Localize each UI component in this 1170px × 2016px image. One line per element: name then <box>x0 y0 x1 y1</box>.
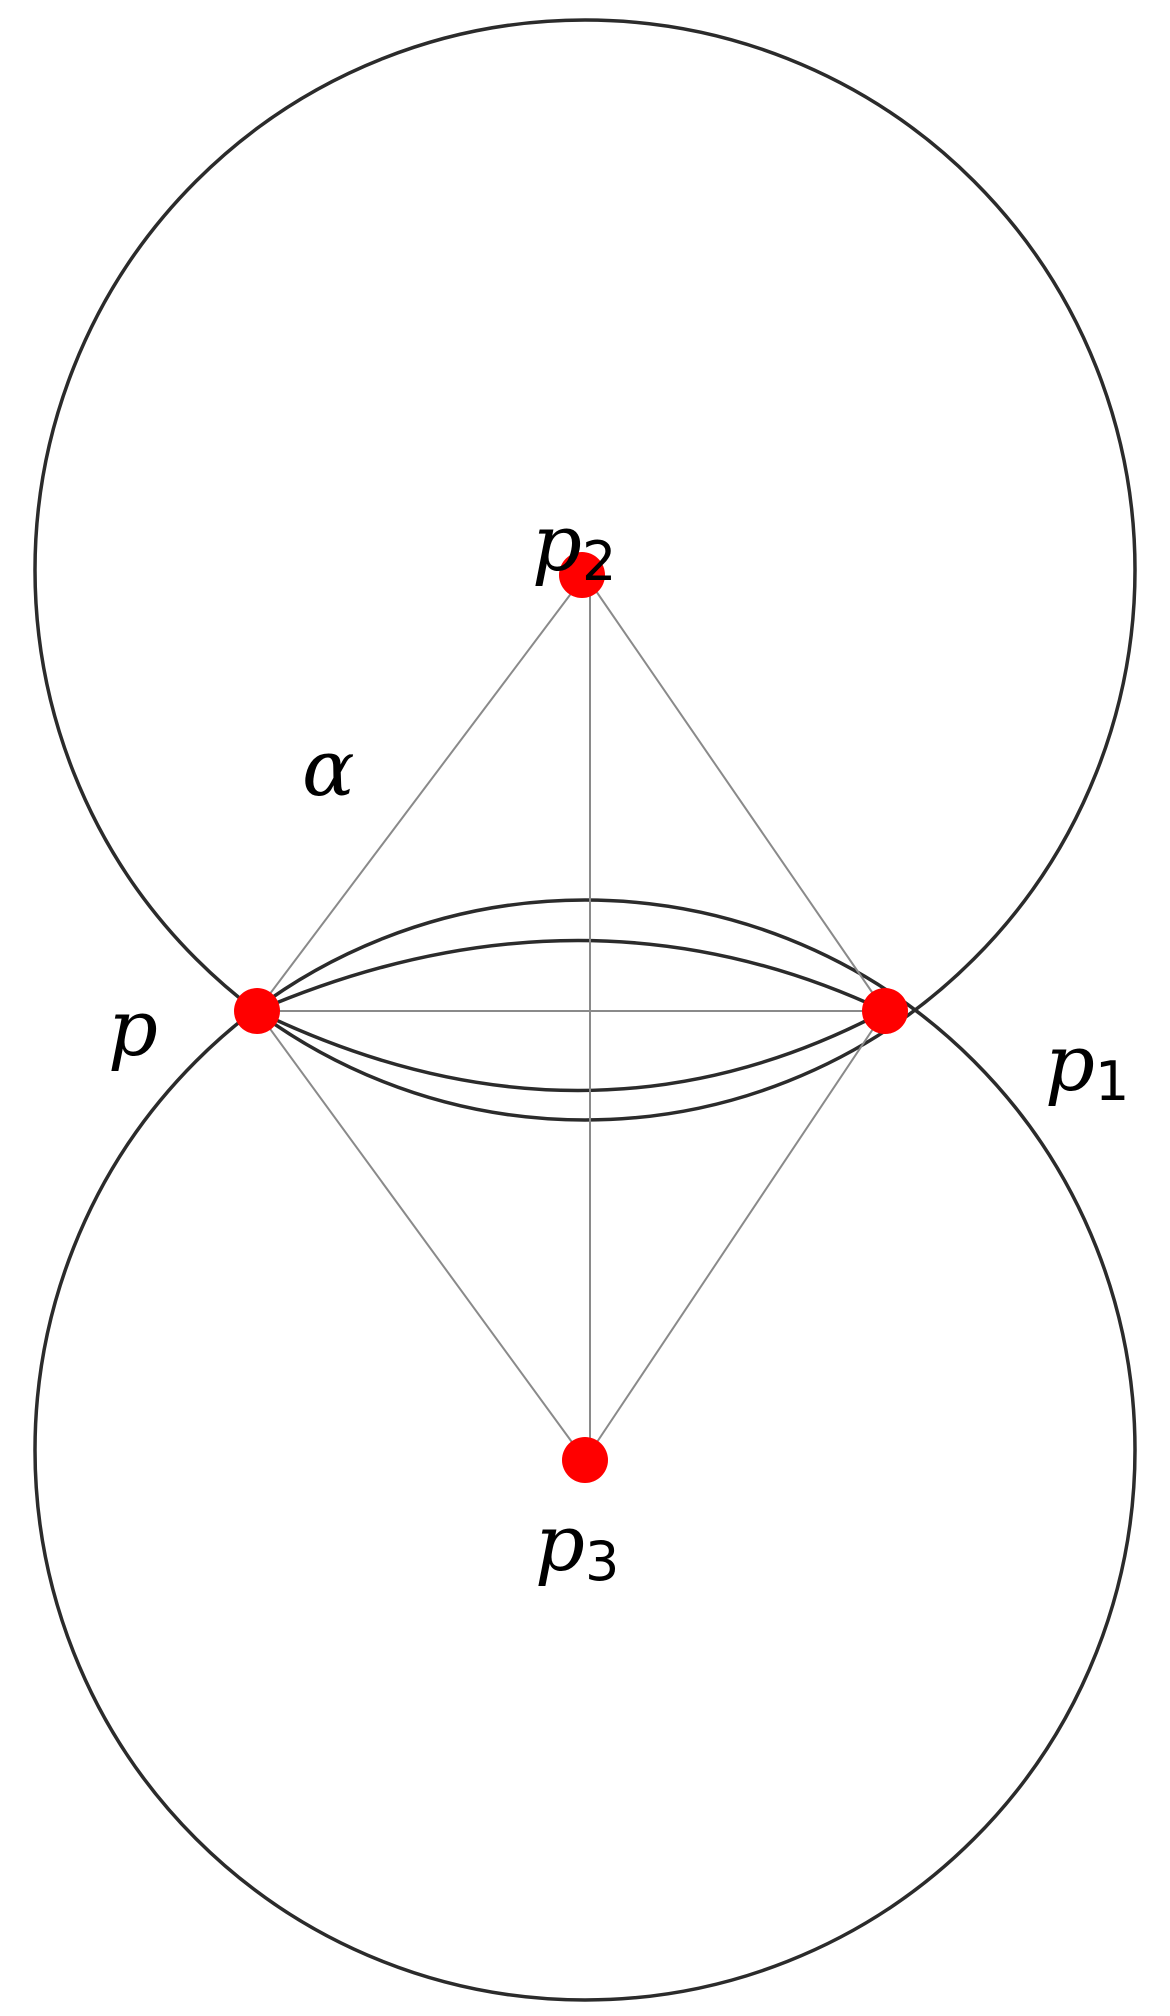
label-p1: p1 <box>1045 1019 1129 1113</box>
point-p1 <box>862 988 908 1034</box>
label-p: p <box>108 984 158 1074</box>
lens-upper-arc <box>256 938 886 1013</box>
label-alpha: α <box>302 724 355 814</box>
upper-circle <box>33 18 1137 1122</box>
lower-circle <box>33 898 1137 2002</box>
segment-p-p2 <box>256 574 586 1012</box>
label-p3: p3 <box>535 1499 619 1593</box>
point-p2 <box>559 552 605 598</box>
point-p3 <box>562 1437 608 1483</box>
segment-p1-p2 <box>584 574 886 1012</box>
lens-lower-arc <box>256 1009 886 1093</box>
point-p <box>234 988 280 1034</box>
label-p2: p2 <box>532 499 616 593</box>
segment-p-p3 <box>256 1010 586 1461</box>
segment-p1-p3 <box>584 1010 886 1461</box>
